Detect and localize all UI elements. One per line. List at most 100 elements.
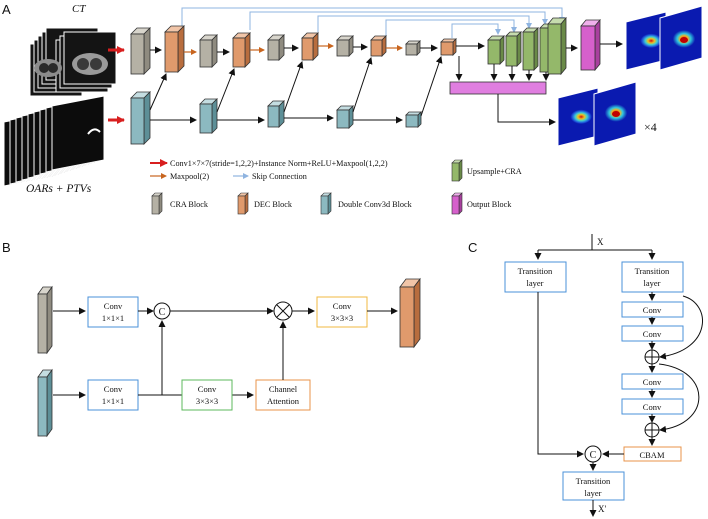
concat-symbol-c: C xyxy=(590,450,597,461)
transition-bottom-label-1: Transition xyxy=(576,476,611,486)
double-conv-input-block xyxy=(37,368,53,438)
dec-output-block xyxy=(399,277,421,349)
ct-image-stack xyxy=(29,27,117,97)
cra-block-3 xyxy=(267,34,285,61)
output-block-top xyxy=(580,18,601,72)
bottom-encoder-row xyxy=(130,91,422,145)
output-x-prime-label: X' xyxy=(598,504,606,514)
legend-output-label: Output Block xyxy=(467,200,512,209)
conv-box-4: Conv xyxy=(621,398,684,415)
ptv-contour xyxy=(87,128,101,135)
dec-block-5 xyxy=(440,38,457,56)
upsample-to-bar-arrows xyxy=(455,56,550,81)
upsample-block-1 xyxy=(487,35,505,65)
dec-block-3 xyxy=(301,32,319,61)
panel-b-letter: B xyxy=(2,240,11,255)
transition-left-label-1: Transition xyxy=(518,266,553,276)
legend-dec-label: DEC Block xyxy=(254,200,293,209)
conv-1x1-bottom: Conv 1×1×1 xyxy=(87,379,139,411)
transition-layer-bottom: Transition layer xyxy=(562,471,625,501)
cross-links xyxy=(149,56,443,117)
transition-right-label-2: layer xyxy=(644,278,661,288)
dec-block-4 xyxy=(370,35,387,57)
conv-3x3-mid: Conv 3×3×3 xyxy=(181,379,233,411)
dose-map-top xyxy=(625,5,703,71)
panel-b: B Conv 1×1×1 Conv 1×1×1 C xyxy=(2,240,421,438)
dec-block-1 xyxy=(164,25,185,73)
add-node-2 xyxy=(644,422,660,438)
conv-box-2: Conv xyxy=(621,325,684,342)
conv-3x3-out-kernel: 3×3×3 xyxy=(331,313,353,323)
conv-box-4-label: Conv xyxy=(643,402,662,412)
panel-a-letter: A xyxy=(2,2,11,17)
upsample-block-5 xyxy=(547,16,567,76)
dec-block-2 xyxy=(232,32,251,68)
panel-c-letter: C xyxy=(468,240,477,255)
conv-3x3-mid-kernel: 3×3×3 xyxy=(196,396,218,406)
legend: Conv1×7×7(stride=1,2,2)+Instance Norm+Re… xyxy=(150,159,522,215)
upsample-block-2 xyxy=(505,31,522,67)
conv-3x3-mid-label: Conv xyxy=(198,384,217,394)
input-x-label: X xyxy=(597,237,604,247)
channel-attention-label-1: Channel xyxy=(269,384,298,394)
conv-1x1-top-kernel: 1×1×1 xyxy=(102,313,124,323)
conv-box-2-label: Conv xyxy=(643,329,662,339)
panel-c: C X Transition layer Transition layer Co… xyxy=(468,234,703,517)
double-conv-block-5 xyxy=(405,111,422,128)
dose-map-bottom xyxy=(557,81,637,147)
top-encoder-row xyxy=(130,25,485,75)
oar-ptv-image-stack xyxy=(3,95,105,187)
legend-output-swatch xyxy=(451,192,463,215)
conv-box-1: Conv xyxy=(621,301,684,318)
conv-box-1-label: Conv xyxy=(643,305,662,315)
oar-ptv-input-label: OARs + PTVs xyxy=(26,183,92,195)
conv-box-3-label: Conv xyxy=(643,377,662,387)
conv-1x1-bottom-kernel: 1×1×1 xyxy=(102,396,124,406)
ct-input-label: CT xyxy=(72,3,86,15)
cra-input-block xyxy=(37,285,53,355)
legend-upsample-swatch xyxy=(451,159,463,182)
multiply-node xyxy=(273,301,293,321)
cbam-label: CBAM xyxy=(639,450,664,460)
upsample-block-3 xyxy=(522,27,539,71)
legend-upsample-label: Upsample+CRA xyxy=(467,167,522,176)
conv-1x1-bottom-label: Conv xyxy=(104,384,123,394)
cra-block-4 xyxy=(336,35,354,57)
legend-double-conv-swatch xyxy=(320,192,332,215)
cra-block-5 xyxy=(405,40,421,56)
residual-arc-2 xyxy=(658,363,700,433)
transition-right-label-1: Transition xyxy=(635,266,670,276)
output-block-bar xyxy=(449,81,547,95)
legend-cra-label: CRA Block xyxy=(170,200,209,209)
multiplier-label: ×4 xyxy=(644,120,657,134)
concat-node-c: C xyxy=(584,445,602,463)
concat-node-b: C xyxy=(153,302,171,320)
cra-block-2 xyxy=(199,34,218,68)
conv-3x3-out-label: Conv xyxy=(333,301,352,311)
concat-symbol-b: C xyxy=(159,307,166,318)
legend-maxpool-label: Maxpool(2) xyxy=(170,172,209,181)
conv-1x1-top: Conv 1×1×1 xyxy=(87,296,139,328)
conv-1x1-top-label: Conv xyxy=(104,301,123,311)
transition-layer-right: Transition layer xyxy=(621,261,684,293)
add-node-1 xyxy=(644,349,660,365)
channel-attention-label-2: Attention xyxy=(267,396,300,406)
conv-3x3-out: Conv 3×3×3 xyxy=(316,296,368,328)
legend-conv-label: Conv1×7×7(stride=1,2,2)+Instance Norm+Re… xyxy=(170,159,388,168)
transition-layer-left: Transition layer xyxy=(504,261,567,293)
double-conv-block-3 xyxy=(267,100,285,128)
skip-connections xyxy=(181,7,565,38)
legend-dec-swatch xyxy=(237,192,249,215)
panel-a: A CT xyxy=(2,2,703,215)
transition-bottom-label-2: layer xyxy=(585,488,602,498)
double-conv-block-2 xyxy=(199,98,218,134)
double-conv-block-1 xyxy=(130,91,151,145)
legend-double-conv-label: Double Conv3d Block xyxy=(338,200,413,209)
bar-to-dose-arrow xyxy=(497,94,556,126)
legend-cra-swatch xyxy=(151,192,163,215)
legend-skip-label: Skip Connection xyxy=(252,172,307,181)
conv-box-3: Conv xyxy=(621,373,684,390)
cbam-box: CBAM xyxy=(623,446,682,462)
transition-left-label-2: layer xyxy=(527,278,544,288)
